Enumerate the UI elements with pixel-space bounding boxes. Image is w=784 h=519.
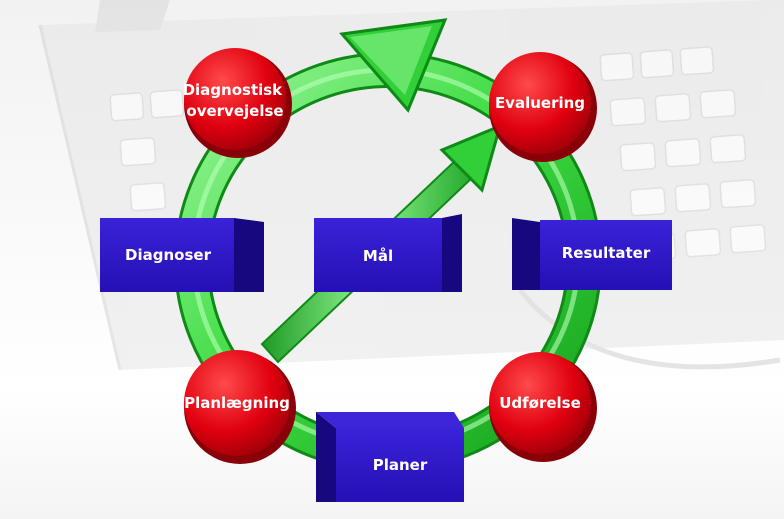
box-label-diagnoser: Diagnoser	[125, 246, 212, 264]
cycle-node-udforelse: Udførelse	[489, 352, 597, 462]
box-resultater: Resultater	[512, 218, 672, 290]
box-label-maal: Mål	[363, 247, 393, 265]
node-label-udforelse: Udførelse	[499, 394, 581, 412]
box-maal: Mål	[314, 214, 462, 292]
cycle-node-planlaegning: Planlægning	[184, 350, 296, 464]
ring-arrowhead	[339, 18, 448, 113]
cycle-node-diagnostisk: Diagnostisk overvejelse	[183, 48, 292, 158]
node-label-diagnostisk: Diagnostisk overvejelse	[183, 81, 288, 120]
cycle-node-evaluering: Evaluering	[489, 52, 597, 162]
box-label-planer: Planer	[373, 456, 428, 474]
node-label-line-1: Diagnostisk	[183, 81, 284, 99]
node-label-planlaegning: Planlægning	[184, 394, 290, 412]
box-planer: Planer	[316, 412, 464, 502]
node-label-evaluering: Evaluering	[495, 94, 585, 112]
node-label-line-2: overvejelse	[186, 102, 283, 120]
box-label-resultater: Resultater	[562, 244, 651, 262]
box-diagnoser: Diagnoser	[100, 218, 264, 292]
